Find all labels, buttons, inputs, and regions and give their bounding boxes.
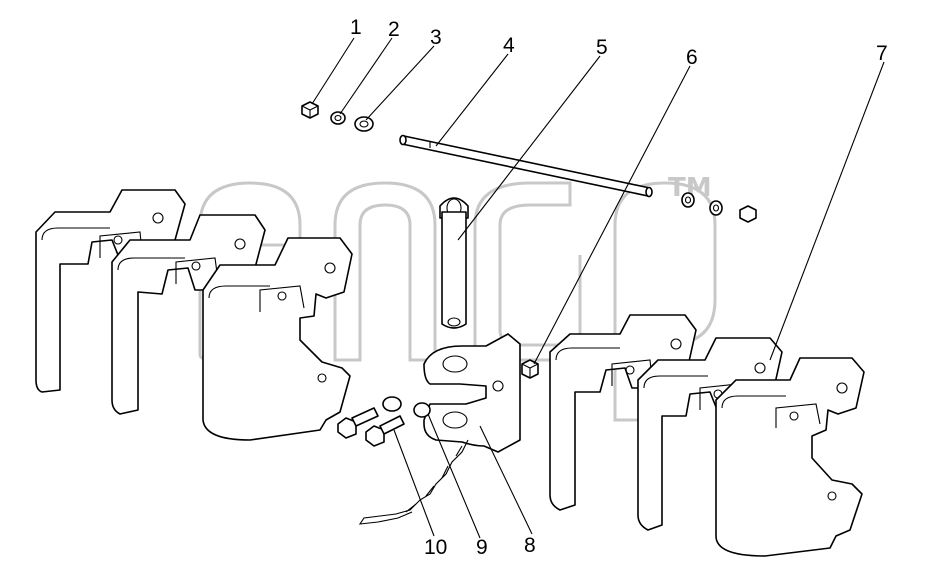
nut-part-6: [521, 359, 539, 379]
callout-labels: 1 2 3 4 5 6 7 8 9 10: [350, 16, 888, 559]
pin-part-5: [439, 197, 469, 329]
callout-3: 3: [430, 26, 442, 49]
lock-washer-part-2: [330, 111, 346, 125]
callout-7: 7: [876, 42, 888, 65]
callout-10: 10: [424, 536, 447, 559]
leader-lines: [311, 37, 885, 539]
left-weight-front: [202, 237, 353, 441]
nut-part-1: [301, 101, 319, 119]
flat-washer-part-3: [354, 116, 374, 132]
right-rod-washers: [681, 192, 757, 223]
rod-part-4: [399, 134, 653, 198]
bolts-part-10: [337, 396, 405, 447]
callout-6: 6: [686, 46, 698, 69]
right-weight-front: [715, 357, 865, 557]
callout-2: 2: [388, 18, 400, 41]
callout-1: 1: [350, 16, 362, 39]
callout-4: 4: [503, 34, 515, 57]
bracket-part-8: [423, 333, 521, 453]
callout-5: 5: [596, 36, 608, 59]
callout-9: 9: [476, 536, 488, 559]
callout-8: 8: [524, 534, 536, 557]
